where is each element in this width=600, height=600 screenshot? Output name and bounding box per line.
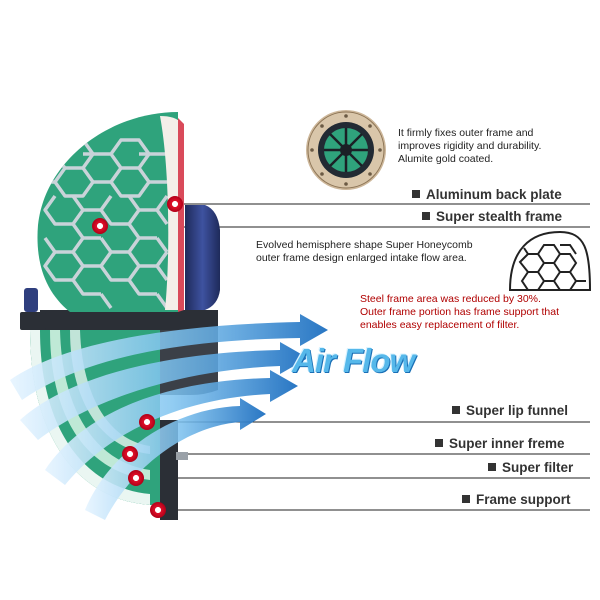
callout-dot-lip-funnel xyxy=(139,414,155,430)
back-plate-photo xyxy=(306,110,386,190)
callout-dot-frame-support xyxy=(150,502,166,518)
label-super-stealth-frame: Super stealth frame xyxy=(422,209,562,224)
description-line: outer frame design enlarged intake flow … xyxy=(256,252,467,264)
airflow-arrow-4 xyxy=(85,398,266,520)
label-text: Super filter xyxy=(502,460,574,475)
back-plate-side xyxy=(185,205,220,310)
label-text: Aluminum back plate xyxy=(426,187,562,202)
honeycomb-frame-photo xyxy=(508,230,592,291)
description-line: Alumite gold coated. xyxy=(398,153,494,165)
label-frame-support: Frame support xyxy=(462,492,571,507)
callout-dot-stealth-frame xyxy=(92,218,108,234)
description-line: It firmly fixes outer frame and xyxy=(398,127,534,139)
label-bullet xyxy=(452,406,460,414)
description-line: Outer frame portion has frame support th… xyxy=(360,306,560,318)
label-text: Frame support xyxy=(476,492,571,507)
airflow-arrow-2 xyxy=(20,342,308,440)
description-line: Evolved hemisphere shape Super Honeycomb xyxy=(256,239,473,251)
label-super-filter: Super filter xyxy=(488,460,573,475)
hemisphere-description: Evolved hemisphere shape Super Honeycomb… xyxy=(256,239,473,265)
back-plate-description: It firmly fixes outer frame and improves… xyxy=(398,127,541,166)
label-text: Super inner freme xyxy=(449,436,565,451)
callout-dot-back-plate xyxy=(167,196,183,212)
label-aluminum-back-plate: Aluminum back plate xyxy=(412,187,562,202)
airflow-arrow-1 xyxy=(10,314,328,400)
label-bullet xyxy=(422,212,430,220)
description-line: improves rigidity and durability. xyxy=(398,140,542,152)
label-text: Super stealth frame xyxy=(436,209,563,224)
description-line: Steel frame area was reduced by 30%. xyxy=(360,293,541,305)
airflow-heading: Air Flow xyxy=(292,342,415,379)
callout-dot-inner-freme xyxy=(122,446,138,462)
label-bullet xyxy=(462,495,470,503)
label-bullet xyxy=(412,190,420,198)
label-super-lip-funnel: Super lip funnel xyxy=(452,403,568,418)
description-line: enables easy replacement of filter. xyxy=(360,319,520,331)
label-super-inner-freme: Super inner freme xyxy=(435,436,565,451)
airflow-arrows xyxy=(10,314,328,520)
airflow-arrow-3 xyxy=(45,370,298,485)
steel-frame-description: Steel frame area was reduced by 30%. Out… xyxy=(360,293,559,332)
label-bullet xyxy=(488,463,496,471)
filter-dome xyxy=(37,112,184,312)
callout-dots xyxy=(92,196,183,518)
label-bullet xyxy=(435,439,443,447)
label-text: Super lip funnel xyxy=(466,403,569,418)
callout-dot-filter xyxy=(128,470,144,486)
